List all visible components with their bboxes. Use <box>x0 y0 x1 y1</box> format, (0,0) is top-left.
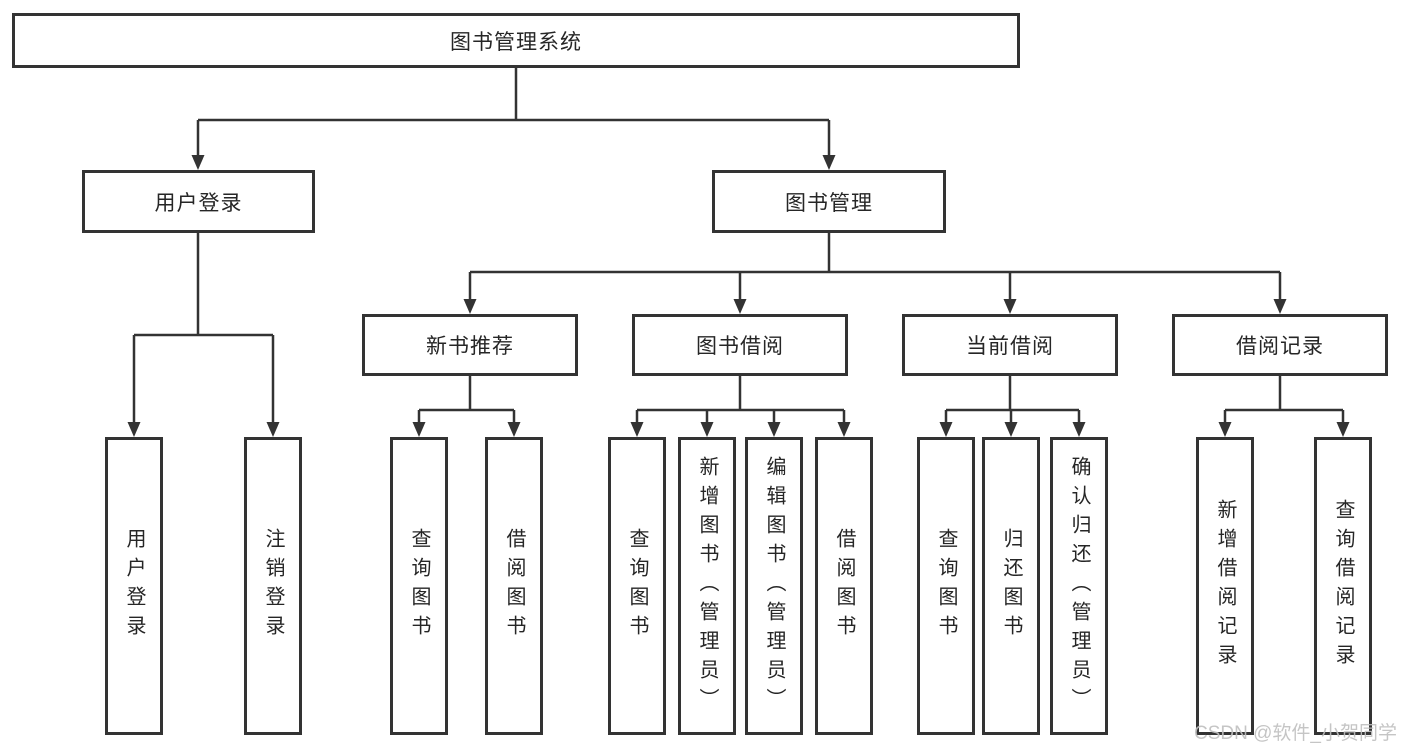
leaf-label: 查询借阅记录 <box>1332 499 1354 673</box>
node-label: 图书管理 <box>785 191 873 215</box>
node-current-borrowing: 当前借阅 <box>902 314 1118 376</box>
leaf-label: 归还图书 <box>1000 528 1022 644</box>
leaf-label: 确认归还（管理员） <box>1068 455 1090 717</box>
leaf-query-books: 查询图书 <box>608 437 666 735</box>
leaf-confirm-return-admin: 确认归还（管理员） <box>1050 437 1108 735</box>
node-library-management-system: 图书管理系统 <box>12 13 1020 68</box>
leaf-user-login: 用户登录 <box>105 437 163 735</box>
node-label: 当前借阅 <box>966 335 1054 358</box>
leaf-label: 借阅图书 <box>833 528 855 644</box>
leaf-label: 查询图书 <box>408 528 430 644</box>
node-label: 图书管理系统 <box>450 30 582 54</box>
leaf-label: 查询图书 <box>935 528 957 644</box>
leaf-query-books: 查询图书 <box>390 437 448 735</box>
leaf-label: 注销登录 <box>262 528 284 644</box>
node-label: 用户登录 <box>154 191 243 215</box>
leaf-label: 查询图书 <box>626 528 648 644</box>
leaf-label: 新增图书（管理员） <box>696 455 718 717</box>
node-label: 借阅记录 <box>1236 335 1324 358</box>
node-book-borrowing: 图书借阅 <box>632 314 848 376</box>
node-borrowing-records: 借阅记录 <box>1172 314 1388 376</box>
node-user-login: 用户登录 <box>82 170 315 233</box>
leaf-label: 编辑图书（管理员） <box>763 455 785 717</box>
node-label: 图书借阅 <box>696 335 784 358</box>
leaf-add-borrow-record: 新增借阅记录 <box>1196 437 1254 735</box>
leaf-query-books: 查询图书 <box>917 437 975 735</box>
leaf-borrow-books: 借阅图书 <box>485 437 543 735</box>
leaf-label: 新增借阅记录 <box>1214 499 1236 673</box>
leaf-edit-books-admin: 编辑图书（管理员） <box>745 437 803 735</box>
leaf-borrow-books: 借阅图书 <box>815 437 873 735</box>
node-new-book-recommendation: 新书推荐 <box>362 314 578 376</box>
leaf-return-books: 归还图书 <box>982 437 1040 735</box>
leaf-label: 借阅图书 <box>503 528 525 644</box>
node-label: 新书推荐 <box>426 335 514 358</box>
watermark: CSDN @软件_小贺同学 <box>1194 723 1397 744</box>
leaf-logout: 注销登录 <box>244 437 302 735</box>
arrowheads <box>127 155 1350 437</box>
leaf-label: 用户登录 <box>123 528 145 644</box>
node-book-management: 图书管理 <box>712 170 946 233</box>
leaf-add-books-admin: 新增图书（管理员） <box>678 437 736 735</box>
leaf-query-borrow-record: 查询借阅记录 <box>1314 437 1372 735</box>
